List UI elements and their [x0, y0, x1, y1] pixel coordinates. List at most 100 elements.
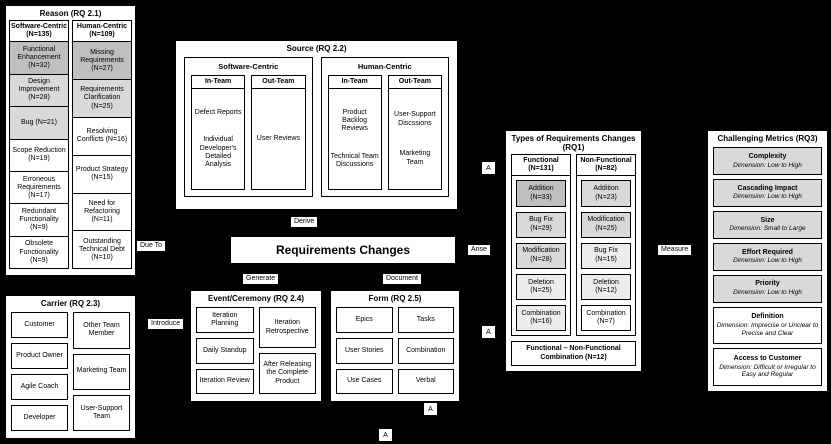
label-derive: Derive [291, 217, 318, 228]
source-item: Product Backlog Reviews [341, 108, 368, 133]
form-panel: Form (RQ 2.5) Epics User Stories Use Cas… [330, 290, 460, 402]
connector-a-right-top: A [482, 162, 495, 174]
metric-dimension: Dimension: Small to Large [729, 225, 806, 233]
reason-item: Obsolete Functionality (N=9) [19, 240, 59, 264]
types-item: Bug Fix (N=15) [581, 242, 631, 269]
form-item: Combination [397, 337, 454, 364]
types-functional-header: Functional (N=131) [512, 155, 570, 177]
reason-item: Scope Reduction (N=19) [10, 140, 68, 172]
reason-human-header: Human-Centric (N=109) [73, 21, 131, 43]
carrier-column-1: Customer Product Owner Agile Coach Devel… [11, 312, 68, 432]
source-item: Marketing Team [399, 150, 431, 166]
reason-item: Functional Enhancement (N=32) [10, 42, 68, 75]
metric-name: Complexity [748, 152, 787, 160]
source-human-header: Human-Centric [357, 62, 412, 72]
event-item: After Releasing the Complete Product [258, 353, 316, 395]
source-item: Defect Reports [194, 108, 242, 116]
outteam-header: Out-Team [252, 76, 305, 90]
carrier-title: Carrier (RQ 2.3) [40, 299, 101, 308]
types-item: Deletion (N=12) [581, 273, 631, 301]
form-item: Verbal [397, 368, 454, 395]
types-title: Types of Requirements Changes (RQ1) [511, 134, 636, 153]
reason-panel: Reason (RQ 2.1) Software-Centric (N=135)… [5, 5, 136, 276]
inteam-header: In-Team [328, 76, 381, 90]
carrier-item: Customer [11, 312, 68, 339]
reason-item: Resolving Conflicts (N=16) [73, 118, 131, 156]
metric-name: Effort Required [742, 248, 793, 256]
event-column-2: Iteration Retrospective After Releasing … [258, 307, 316, 395]
source-panel: Source (RQ 2.2) Software-Centric In-Team… [175, 40, 458, 210]
requirements-changes-title: Requirements Changes [275, 243, 411, 257]
source-title: Source (RQ 2.2) [286, 44, 347, 53]
form-item: User Stories [336, 337, 393, 364]
form-title: Form (RQ 2.5) [368, 294, 422, 303]
label-due-to: Due To [137, 241, 166, 252]
reason-item: Need for Refactoring (N=11) [73, 194, 131, 232]
reason-item: Missing Requirements (N=27) [73, 42, 131, 81]
form-item: Use Cases [336, 368, 393, 395]
carrier-item: Agile Coach [11, 374, 68, 401]
metric-item: Size Dimension: Small to Large [713, 210, 822, 239]
event-column-1: Iteration Planning Daily Standup Iterati… [196, 307, 254, 395]
types-item: Modification (N=28) [516, 242, 566, 269]
reason-human-column: Human-Centric (N=109) Missing Requiremen… [72, 20, 132, 270]
reason-software-column: Software-Centric (N=135) Functional Enha… [9, 20, 69, 270]
reason-software-header: Software-Centric (N=135) [10, 21, 68, 43]
reason-item: Outstanding Technical Debt (N=10) [79, 237, 125, 261]
metric-name: Cascading Impact [737, 184, 798, 192]
source-item: Individual Developer's Detailed Analysis [199, 136, 237, 169]
form-column-2: Tasks Combination Verbal [397, 307, 454, 395]
label-document: Document [383, 274, 421, 285]
carrier-item: Marketing Team [73, 353, 130, 390]
carrier-item: User-Support Team [73, 394, 130, 432]
types-item: Modification (N=25) [581, 211, 631, 238]
metric-item: Effort Required Dimension: Low to High [713, 242, 822, 271]
event-ceremony-panel: Event/Ceremony (RQ 2.4) Iteration Planni… [190, 290, 322, 402]
source-human-box: Human-Centric In-Team Product Backlog Re… [320, 57, 449, 198]
types-nonfunctional-column: Non-Functional (N=82) Addition (N=23) Mo… [576, 154, 636, 337]
reason-item: Design Improvement (N=28) [10, 74, 68, 108]
form-item: Epics [336, 307, 393, 333]
reason-item: Redundant Functionality (N=9) [10, 204, 68, 237]
source-software-header: Software-Centric [218, 62, 279, 72]
metric-name: Size [760, 216, 775, 224]
source-item: User Reviews [256, 135, 300, 143]
source-item: Technical Team Discussions [330, 153, 379, 169]
metric-dimension: Dimension: Imprecise or Unclear to Preci… [716, 321, 819, 337]
types-item: Addition (N=33) [516, 180, 566, 207]
metrics-panel: Challenging Metrics (RQ3) Complexity Dim… [707, 130, 828, 392]
types-combination-footer: Functional – Non-Functional Combination … [511, 341, 636, 366]
metric-dimension: Dimension: Difficult or Irregular to Eas… [719, 363, 816, 379]
source-human-inteam-column: In-Team Product Backlog Reviews Technica… [327, 75, 382, 191]
types-item: Deletion (N=25) [516, 273, 566, 301]
reason-title: Reason (RQ 2.1) [39, 9, 102, 18]
metric-name: Definition [751, 313, 784, 321]
event-item: Iteration Review [196, 368, 254, 395]
requirements-changes-box: Requirements Changes [230, 236, 456, 264]
metric-item: Complexity Dimension: Low to High [713, 147, 822, 176]
source-software-inteam-column: In-Team Defect Reports Individual Develo… [191, 75, 246, 191]
outteam-header: Out-Team [388, 76, 441, 90]
source-software-box: Software-Centric In-Team Defect Reports … [184, 57, 313, 198]
metric-dimension: Dimension: Low to High [733, 257, 802, 265]
types-nonfunctional-header: Non-Functional (N=82) [577, 155, 635, 177]
form-item: Tasks [397, 307, 454, 333]
reason-item: Erroneous Requirements (N=17) [10, 172, 68, 205]
source-human-outteam-column: Out-Team User-Support Discssions Marketi… [387, 75, 442, 191]
label-generate: Generate [243, 274, 279, 285]
types-panel: Types of Requirements Changes (RQ1) Func… [505, 130, 642, 372]
metric-name: Access to Customer [733, 355, 802, 362]
carrier-item: Product Owner [11, 343, 68, 370]
event-item: Iteration Retrospective [258, 307, 316, 349]
event-item: Iteration Planning [196, 307, 254, 333]
label-arise: Arise [468, 245, 490, 256]
metric-item: Access to Customer Dimension: Difficult … [713, 348, 822, 386]
reason-item: Bug (N=21) [10, 107, 68, 140]
types-item: Combination (N=7) [581, 305, 631, 332]
metric-dimension: Dimension: Low to High [733, 289, 802, 297]
metric-name: Priority [755, 280, 780, 288]
metric-dimension: Dimension: Low to High [733, 193, 802, 201]
carrier-column-2: Other Team Member Marketing Team User-Su… [73, 312, 130, 432]
types-item: Bug Fix (N=29) [516, 211, 566, 238]
carrier-item: Developer [11, 405, 68, 432]
